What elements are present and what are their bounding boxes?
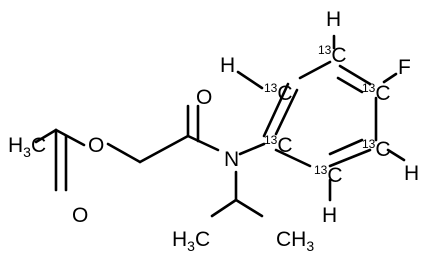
ring-carbon-lower-right: 13C [362,137,391,161]
bond-carbonyl-ester-o [54,128,86,147]
atom-amide-n: N [224,148,239,171]
bond-ring-1-inner [274,88,299,136]
atom-amide-carbonyl-o: O [196,86,212,109]
bond-isopropyl-right [234,198,264,218]
bond-amide-c-n [186,134,220,152]
atom-h-bottom: H [322,204,337,227]
bond-ring-1 [262,82,290,138]
atom-methyl-c: H3C [8,134,46,160]
atom-h-upper-left: H [220,54,235,77]
ring-carbon-top: 13C [318,43,347,67]
bond-isopropyl-left [210,198,238,218]
atom-isopropyl-left: H3C [172,228,210,254]
bond-ring-3 [338,64,372,86]
bond-n-ring [238,142,266,156]
atom-isopropyl-right: CH3 [276,228,314,254]
ring-carbon-bottom: 13C [314,163,343,187]
bond-ring-3-inner [336,76,364,94]
bond-ring-h-upper-left [236,70,264,90]
bond-ring-5 [328,148,372,168]
atom-ester-carbonyl-o: O [72,204,88,227]
atom-ester-o: O [88,134,104,157]
bond-ring-6 [274,148,312,168]
ring-carbon-upper-left: 13C [264,81,293,105]
ring-carbon-ipso: 13C [264,133,293,157]
atom-h-lower-right: H [404,162,419,185]
bond-ester-o-ch2 [106,142,142,164]
atom-h-top: H [326,8,341,31]
bond-ring-fluorine [382,72,398,84]
atom-fluorine: F [398,56,411,79]
bond-lines [34,34,406,218]
bond-ring-2 [298,60,332,80]
bond-ch2-amide-c [138,134,190,164]
bond-methyl-carbonyl [34,128,58,144]
bond-ring-5-inner [328,138,364,156]
bond-ring-h-lower-right [386,148,406,162]
ring-carbon-upper-right: 13C [362,81,391,105]
